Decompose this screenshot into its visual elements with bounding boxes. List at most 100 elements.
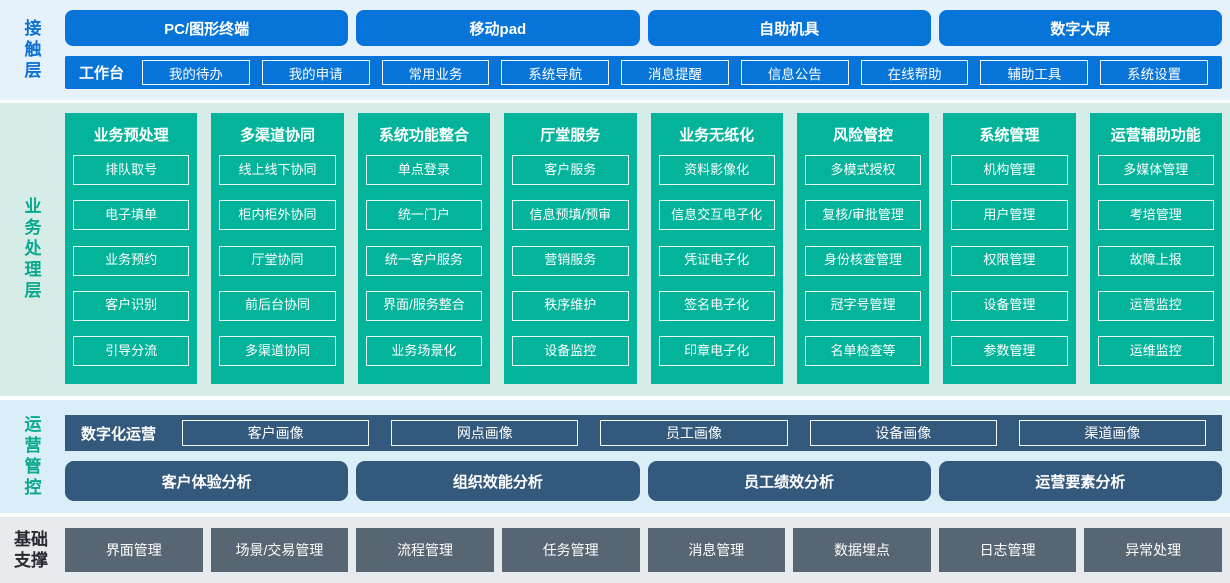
analysis-row: 客户体验分析 组织效能分析 员工绩效分析 运营要素分析 (65, 461, 1222, 501)
base-item-ui-management[interactable]: 界面管理 (65, 528, 203, 572)
column-item[interactable]: 单点登录 (365, 155, 483, 185)
column-item[interactable]: 柜内柜外协同 (219, 200, 336, 231)
column-system-management: 系统管理 机构管理 用户管理 权限管理 设备管理 参数管理 (943, 113, 1076, 384)
column-item[interactable]: 身份核查管理 (804, 245, 922, 276)
column-item[interactable]: 名单检查等 (804, 336, 922, 366)
column-item[interactable]: 运营监控 (1097, 290, 1214, 321)
workbench-item-online-help[interactable]: 在线帮助 (860, 60, 969, 85)
column-item[interactable]: 秩序维护 (512, 290, 629, 321)
column-item[interactable]: 业务预约 (73, 245, 190, 276)
column-item[interactable]: 资料影像化 (658, 155, 775, 185)
contact-layer: 接触层 PC/图形终端 移动pad 自助机具 数字大屏 工作台 我的待办 我的申… (0, 0, 1230, 100)
column-item[interactable]: 设备管理 (951, 290, 1068, 321)
column-item[interactable]: 权限管理 (951, 245, 1068, 276)
analysis-organizational-efficiency[interactable]: 组织效能分析 (356, 461, 640, 501)
column-item[interactable]: 统一客户服务 (365, 245, 483, 276)
workbench-item-auxiliary-tools[interactable]: 辅助工具 (980, 60, 1089, 85)
column-operation-auxiliary-functions: 运营辅助功能 多媒体管理 考培管理 故障上报 运营监控 运维监控 (1089, 113, 1222, 384)
portrait-device[interactable]: 设备画像 (809, 420, 997, 446)
column-item[interactable]: 参数管理 (951, 336, 1068, 366)
analysis-employee-performance[interactable]: 员工绩效分析 (647, 461, 931, 501)
base-item-message-management[interactable]: 消息管理 (647, 528, 786, 572)
column-title: 业务预处理 (93, 126, 169, 144)
column-item[interactable]: 客户服务 (512, 155, 629, 185)
column-item[interactable]: 考培管理 (1097, 200, 1214, 231)
column-item[interactable]: 界面/服务整合 (365, 290, 483, 321)
portrait-employee[interactable]: 员工画像 (600, 420, 788, 446)
column-item[interactable]: 排队取号 (73, 155, 190, 185)
workbench-bar: 工作台 我的待办 我的申请 常用业务 系统导航 消息提醒 信息公告 在线帮助 辅… (65, 56, 1222, 89)
base-item-scene-transaction-management[interactable]: 场景/交易管理 (210, 528, 349, 572)
channel-self-service[interactable]: 自助机具 (647, 10, 931, 46)
column-item[interactable]: 客户识别 (73, 290, 190, 321)
business-processing-layer: 业务处理层 业务预处理 排队取号 电子填单 业务预约 客户识别 引导分流 多渠道… (0, 103, 1230, 396)
column-system-function-integration: 系统功能整合 单点登录 统一门户 统一客户服务 界面/服务整合 业务场景化 (357, 113, 491, 384)
workbench-item-message-alerts[interactable]: 消息提醒 (621, 60, 729, 85)
business-columns: 业务预处理 排队取号 电子填单 业务预约 客户识别 引导分流 多渠道协同 线上线… (65, 113, 1222, 384)
column-title: 系统管理 (979, 126, 1040, 144)
portrait-branch[interactable]: 网点画像 (391, 420, 579, 446)
column-item[interactable]: 用户管理 (951, 200, 1068, 231)
channel-row: PC/图形终端 移动pad 自助机具 数字大屏 (65, 10, 1222, 46)
workbench-item-my-todo[interactable]: 我的待办 (142, 60, 250, 85)
base-item-data-tracking[interactable]: 数据埋点 (793, 528, 931, 572)
column-item[interactable]: 电子填单 (73, 200, 190, 231)
column-item[interactable]: 印章电子化 (658, 336, 775, 366)
column-title: 风险管控 (833, 126, 894, 144)
portrait-customer[interactable]: 客户画像 (182, 420, 370, 446)
column-risk-control: 风险管控 多模式授权 复核/审批管理 身份核查管理 冠字号管理 名单检查等 (796, 113, 930, 384)
channel-digital-screen[interactable]: 数字大屏 (938, 10, 1222, 46)
column-item[interactable]: 签名电子化 (658, 290, 775, 321)
base-layer-label: 基础 支撑 (14, 529, 48, 570)
column-title: 系统功能整合 (378, 126, 469, 144)
column-item[interactable]: 引导分流 (73, 336, 190, 366)
column-item[interactable]: 故障上报 (1097, 245, 1214, 276)
column-item[interactable]: 设备监控 (512, 336, 629, 366)
base-item-log-management[interactable]: 日志管理 (938, 528, 1077, 572)
operations-layer-label: 运营管控 (21, 414, 41, 499)
workbench-label: 工作台 (79, 65, 125, 82)
column-item[interactable]: 凭证电子化 (658, 245, 775, 276)
operations-control-layer: 运营管控 数字化运营 客户画像 网点画像 员工画像 设备画像 渠道画像 客户体验… (0, 400, 1230, 513)
workbench-item-system-settings[interactable]: 系统设置 (1100, 60, 1209, 85)
column-title: 厅堂服务 (540, 126, 601, 144)
workbench-item-my-applications[interactable]: 我的申请 (261, 60, 370, 85)
column-item[interactable]: 业务场景化 (365, 336, 483, 366)
column-title: 运营辅助功能 (1110, 126, 1201, 144)
column-item[interactable]: 前后台协同 (219, 290, 336, 321)
channel-pc-terminal[interactable]: PC/图形终端 (65, 10, 349, 46)
column-title: 业务无纸化 (679, 126, 755, 144)
analysis-operational-elements[interactable]: 运营要素分析 (938, 461, 1222, 501)
column-item[interactable]: 营销服务 (512, 245, 629, 276)
column-item[interactable]: 厅堂协同 (219, 245, 336, 276)
base-support-layer: 基础 支撑 界面管理 场景/交易管理 流程管理 任务管理 消息管理 数据埋点 日… (0, 517, 1230, 583)
column-hall-services: 厅堂服务 客户服务 信息预填/预审 营销服务 秩序维护 设备监控 (504, 113, 637, 384)
column-item[interactable]: 多渠道协同 (219, 336, 336, 366)
digital-operations-label: 数字化运营 (81, 425, 157, 443)
workbench-item-common-business[interactable]: 常用业务 (381, 60, 490, 85)
column-title: 多渠道协同 (240, 126, 316, 144)
contact-layer-label: 接触层 (21, 18, 41, 82)
column-multichannel-collaboration: 多渠道协同 线上线下协同 柜内柜外协同 厅堂协同 前后台协同 多渠道协同 (211, 113, 344, 384)
base-item-task-management[interactable]: 任务管理 (501, 528, 640, 572)
column-item[interactable]: 多媒体管理 (1097, 155, 1214, 185)
column-item[interactable]: 运维监控 (1097, 336, 1214, 366)
column-item[interactable]: 统一门户 (365, 200, 483, 231)
workbench-item-system-navigation[interactable]: 系统导航 (501, 60, 610, 85)
business-layer-label: 业务处理层 (21, 197, 41, 302)
base-item-exception-handling[interactable]: 异常处理 (1084, 528, 1222, 572)
analysis-customer-experience[interactable]: 客户体验分析 (65, 461, 349, 501)
column-item[interactable]: 复核/审批管理 (804, 200, 922, 231)
column-item[interactable]: 多模式授权 (804, 155, 922, 185)
column-item[interactable]: 线上线下协同 (219, 155, 336, 185)
column-item[interactable]: 信息交互电子化 (658, 200, 775, 231)
channel-mobile-pad[interactable]: 移动pad (356, 10, 640, 46)
column-item[interactable]: 冠字号管理 (804, 290, 922, 321)
column-paperless-business: 业务无纸化 资料影像化 信息交互电子化 凭证电子化 签名电子化 印章电子化 (650, 113, 783, 384)
column-item[interactable]: 信息预填/预审 (512, 200, 629, 231)
base-item-process-management[interactable]: 流程管理 (356, 528, 494, 572)
column-business-preprocessing: 业务预处理 排队取号 电子填单 业务预约 客户识别 引导分流 (65, 113, 198, 384)
column-item[interactable]: 机构管理 (951, 155, 1068, 185)
portrait-channel[interactable]: 渠道画像 (1018, 420, 1207, 446)
workbench-item-announcements[interactable]: 信息公告 (740, 60, 849, 85)
